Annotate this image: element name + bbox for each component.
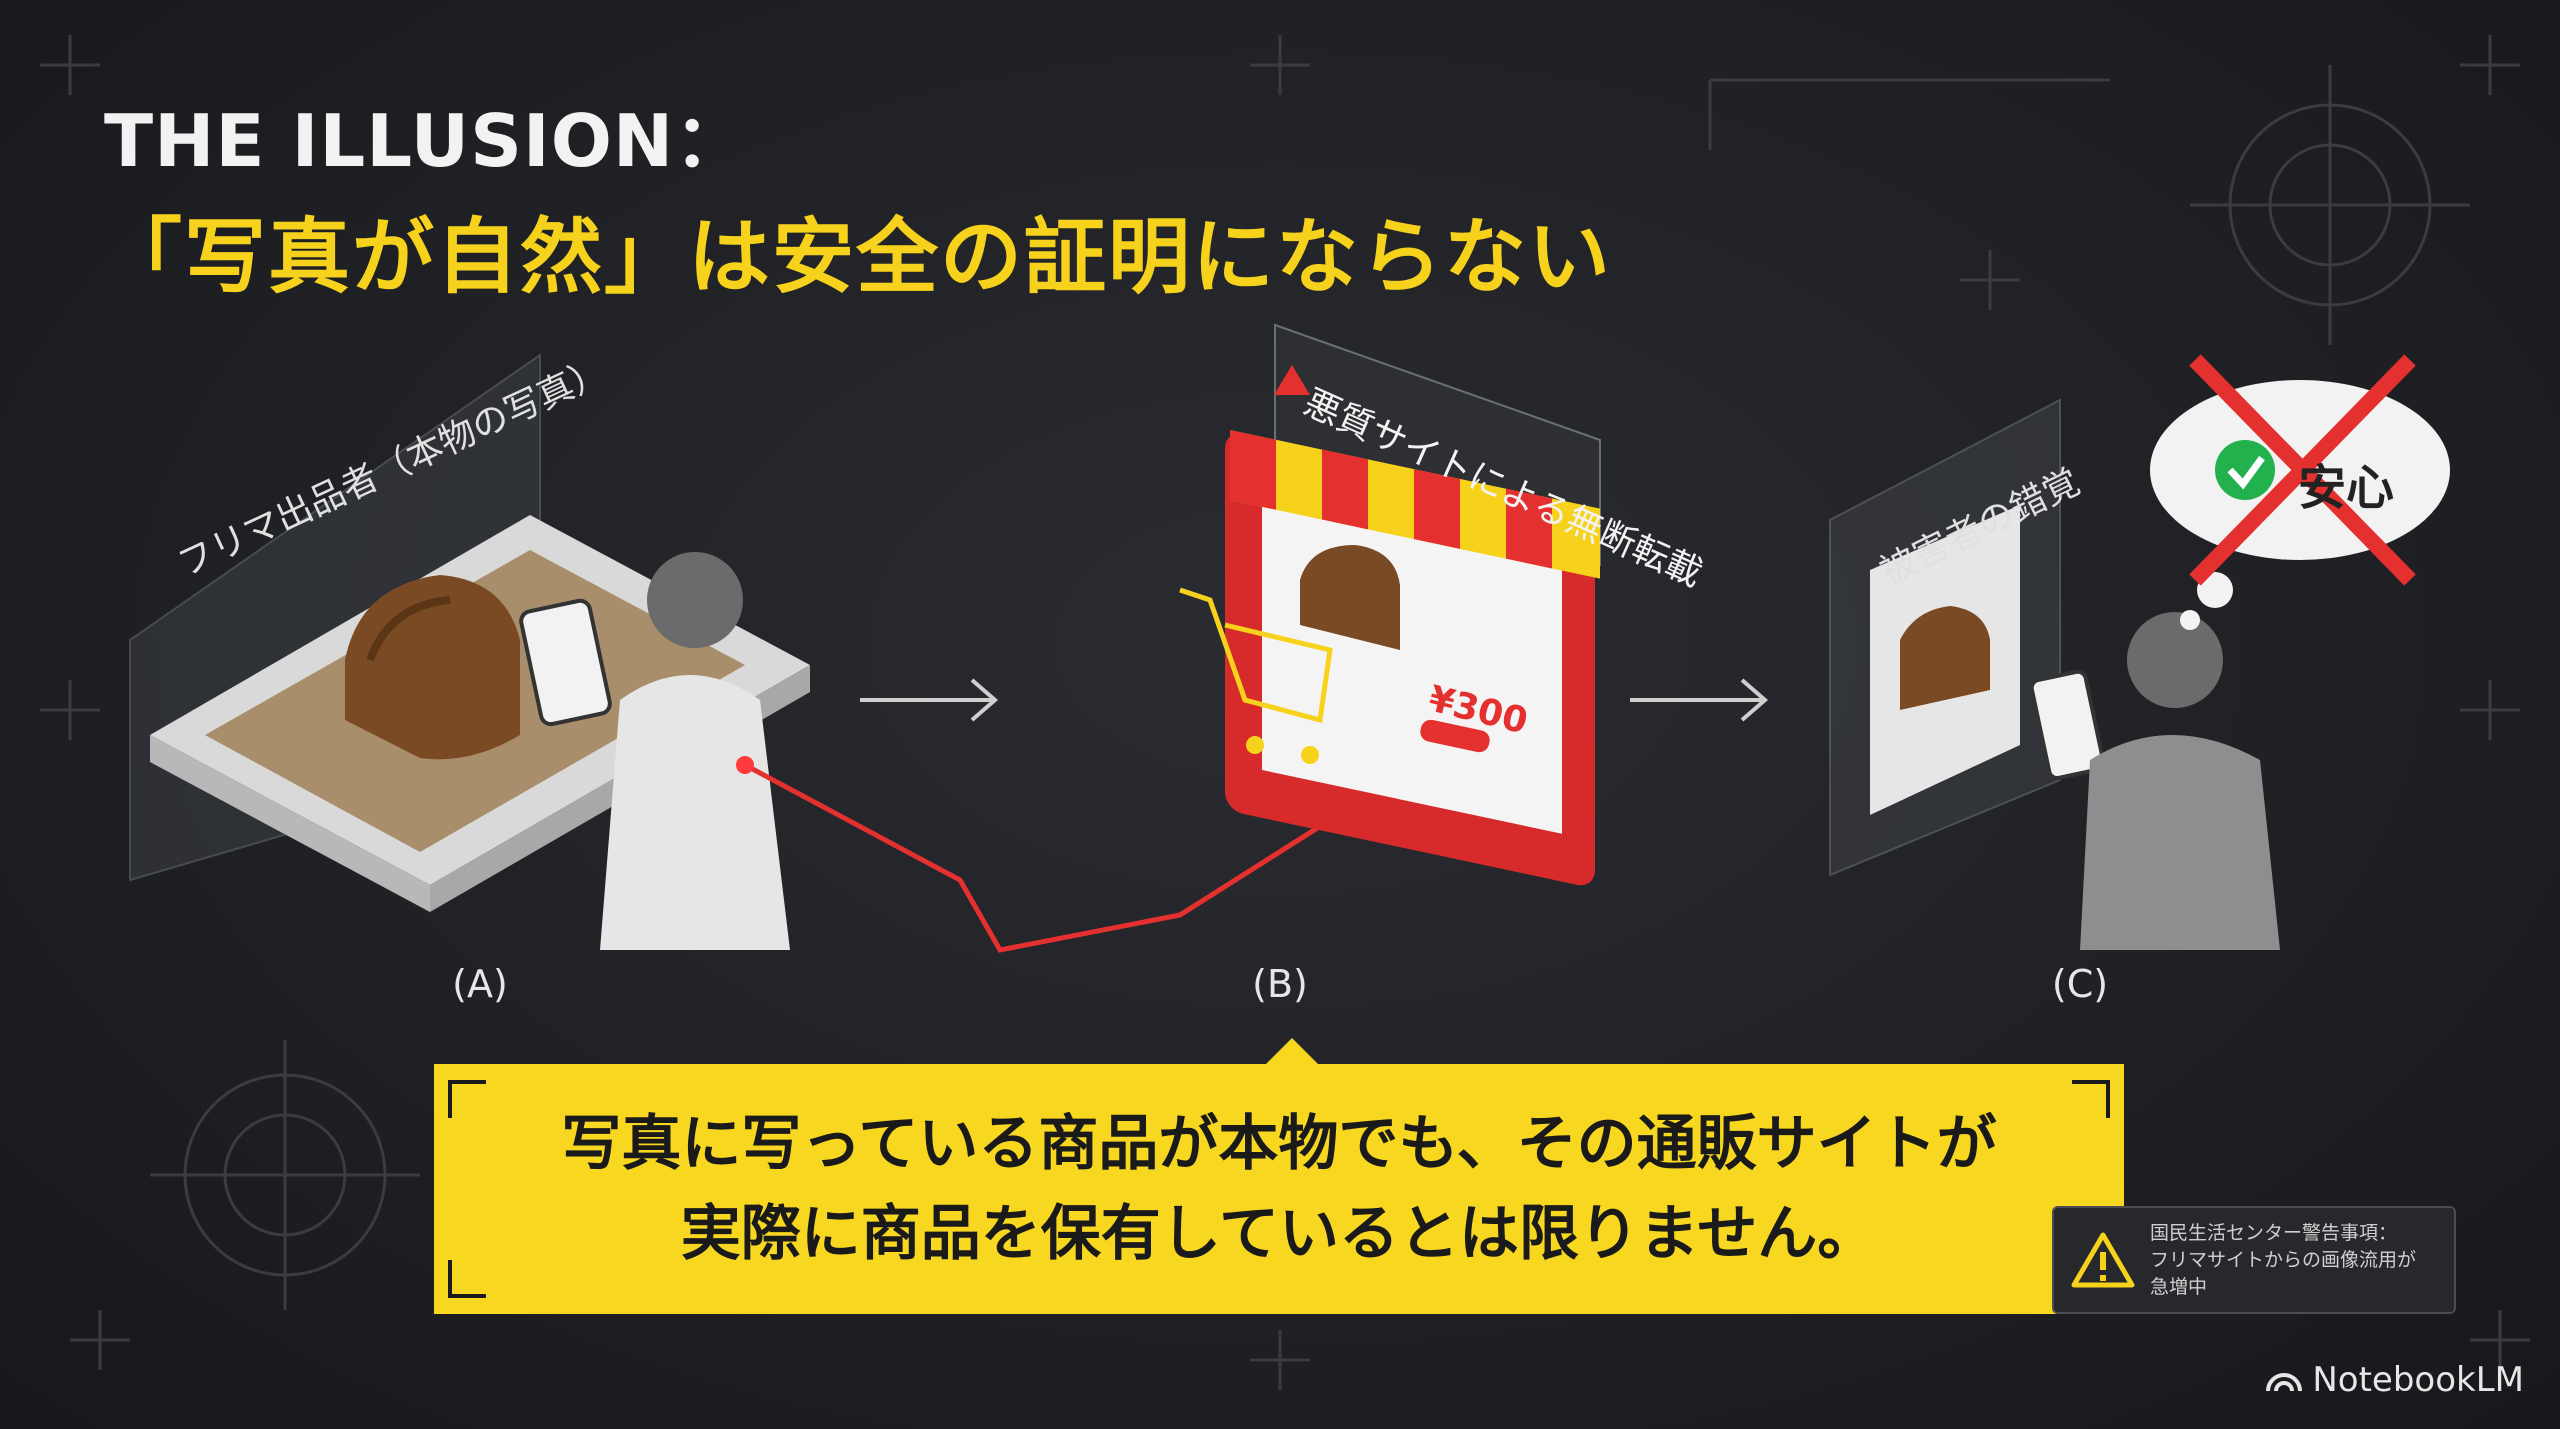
caption-a: (A) <box>452 962 508 1006</box>
warning-line-2: フリマサイトからの画像流用が <box>2150 1248 2417 1271</box>
key-message-callout: 写真に写っている商品が本物でも、その通販サイトが 実際に商品を保有しているとは限… <box>434 1038 2124 1314</box>
cross-icon <box>2189 354 2416 586</box>
callout-line-1: 写真に写っている商品が本物でも、その通販サイトが <box>561 1109 1997 1179</box>
seller-scene <box>129 353 810 950</box>
phone-icon <box>519 598 612 727</box>
notebooklm-logo-icon <box>2266 1373 2303 1392</box>
caption-b: (B) <box>1252 962 1308 1006</box>
title-english: THE ILLUSION： <box>104 99 748 183</box>
bag-icon <box>345 575 520 760</box>
victim-person-icon <box>2127 612 2223 708</box>
warning-triangle-icon <box>2071 1232 2135 1288</box>
checkmark-icon <box>2215 440 2275 500</box>
fake-shop-scene <box>1179 323 1601 886</box>
warning-line-3: 急増中 <box>2150 1275 2208 1298</box>
caption-c: (C) <box>2051 962 2109 1006</box>
brand-watermark: NotebookLM <box>2264 1360 2524 1400</box>
arrow-b-to-c <box>1630 678 1769 722</box>
warning-line-1: 国民生活センター警告事項： <box>2150 1221 2398 1244</box>
cart-icon <box>1179 587 1333 724</box>
callout-line-2: 実際に商品を保有しているとは限りません。 <box>680 1199 1878 1269</box>
thought-text: 安心 <box>2298 460 2395 516</box>
arrow-a-to-b <box>860 678 999 722</box>
alert-icon <box>1274 365 1310 395</box>
victim-scene <box>1829 354 2450 950</box>
seller-person-icon <box>647 552 743 648</box>
brand-name: NotebookLM <box>2312 1360 2524 1400</box>
title-japanese: 「写真が自然」は安全の証明にならない <box>100 210 1613 305</box>
warning-box: 国民生活センター警告事項： フリマサイトからの画像流用が 急増中 <box>2052 1206 2456 1314</box>
